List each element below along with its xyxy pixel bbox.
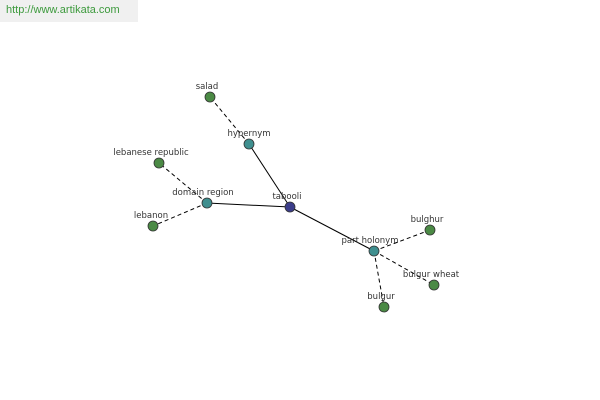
node-part-holonym[interactable]: part holonym [342,236,399,257]
node-label[interactable]: bulghur [411,215,444,225]
node-salad[interactable]: salad [196,82,219,103]
node-bulgur[interactable]: bulgur [367,292,395,313]
edge-part-holonym-bulghur [373,229,431,252]
node-marker[interactable] [147,220,159,232]
node-marker[interactable] [424,224,436,236]
node-marker[interactable] [201,197,213,209]
edge-tabooli-hypernym [248,143,291,208]
edge-hypernym-salad [209,96,250,145]
node-domain-region[interactable]: domain region [172,188,234,209]
node-label[interactable]: lebanese republic [113,148,189,158]
node-marker[interactable] [284,201,296,213]
node-bulgur-wheat[interactable]: bulgur wheat [403,270,460,291]
edge-part-holonym-bulgur [373,250,385,308]
node-label[interactable]: bulgur [367,292,395,302]
edge-domain-region-lebanon [152,202,208,227]
node-label[interactable]: hypernym [227,129,270,139]
graph-edges [152,96,435,308]
node-label[interactable]: lebanon [134,211,168,221]
node-marker[interactable] [243,138,255,150]
node-label[interactable]: salad [196,82,219,92]
node-hypernym[interactable]: hypernym [227,129,271,150]
node-lebanese-republic[interactable]: lebanese republic [113,148,189,169]
node-label[interactable]: part holonym [342,236,399,246]
node-marker[interactable] [153,157,165,169]
node-label[interactable]: tabooli [272,192,301,202]
edge-tabooli-domain-region [206,202,291,208]
graph-nodes: tabooli hypernym domain region part holonym… [113,82,460,313]
node-bulghur[interactable]: bulghur [411,215,444,236]
edge-domain-region-lebanese-republic [158,162,208,204]
node-marker[interactable] [428,279,440,291]
node-marker[interactable] [378,301,390,313]
node-tabooli[interactable]: tabooli [272,192,302,213]
edge-tabooli-part-holonym [289,206,375,252]
watermark-link[interactable]: http://www.artikata.com [6,4,120,16]
node-label[interactable]: domain region [172,188,233,198]
watermark: http://www.artikata.com [0,0,138,22]
node-lebanon[interactable]: lebanon [134,211,168,232]
node-label[interactable]: bulgur wheat [403,270,460,280]
node-marker[interactable] [204,91,216,103]
edge-part-holonym-bulgur-wheat [373,250,435,286]
node-marker[interactable] [368,245,380,257]
